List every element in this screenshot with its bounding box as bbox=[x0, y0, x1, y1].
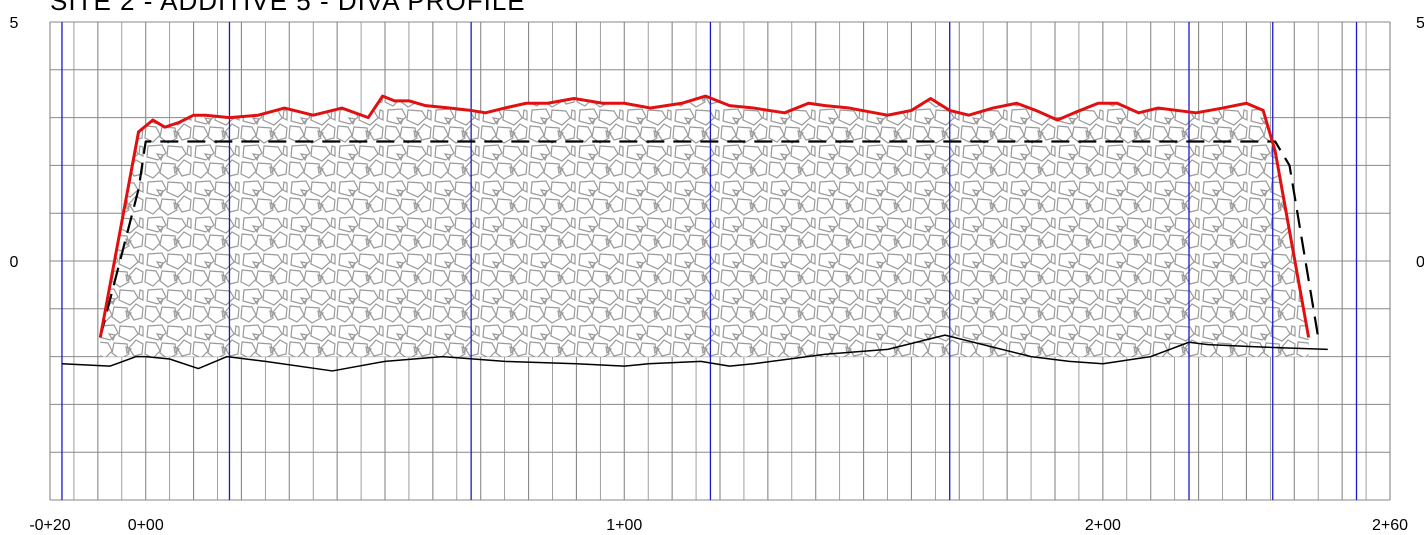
series-line-thick-red-solid bbox=[98, 94, 1311, 338]
x-tick-label: 1+00 bbox=[606, 517, 642, 534]
x-tick-label: -0+20 bbox=[29, 517, 70, 534]
series-line-black-dashed bbox=[99, 140, 1320, 338]
series-group bbox=[61, 94, 1328, 372]
page-title: SITE 2 - ADDITIVE 5 - DIVA PROFILE bbox=[50, 0, 526, 16]
y-tick-label-left: 0 bbox=[10, 254, 19, 271]
x-tick-label: 2+00 bbox=[1085, 517, 1121, 534]
x-tick-label: 0+00 bbox=[128, 517, 164, 534]
series-line-thin-black-ground bbox=[61, 334, 1328, 372]
reference-lines bbox=[61, 22, 1358, 500]
x-tick-label: 2+60 bbox=[1372, 517, 1408, 534]
y-tick-label-right: 0 bbox=[1416, 254, 1424, 271]
axis-labels: -0+20 0+00 1+00 2+00 2+60 5 0 5 0 bbox=[10, 15, 1424, 534]
stone-fill bbox=[100, 96, 1309, 357]
y-tick-label-left: 5 bbox=[10, 15, 19, 32]
fill-region bbox=[100, 96, 1309, 357]
y-tick-label-right: 5 bbox=[1416, 15, 1424, 32]
